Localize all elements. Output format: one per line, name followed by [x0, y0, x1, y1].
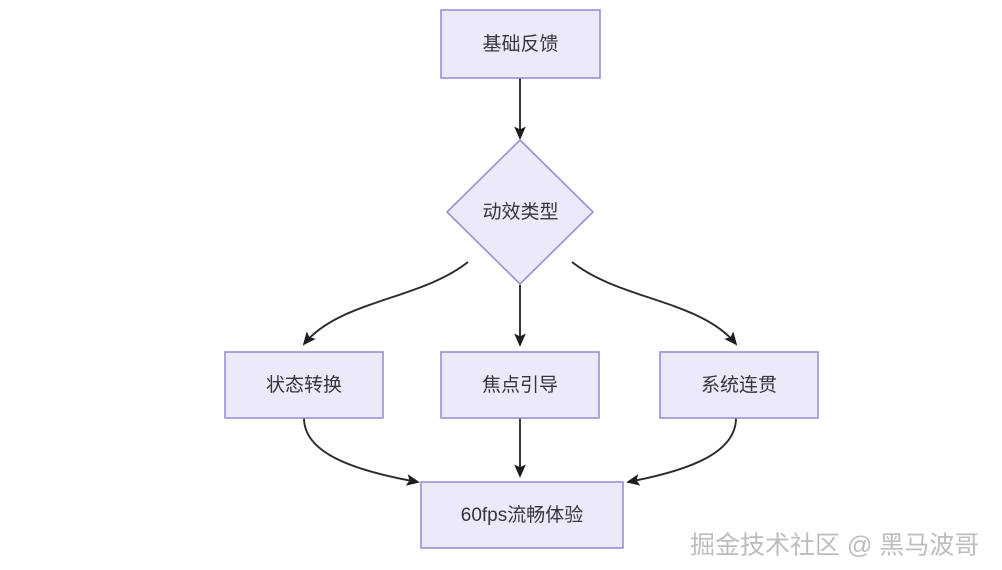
node-decision-shape[interactable]: [445, 138, 595, 286]
edge-decision-to-branch-left: [302, 261, 469, 346]
node-branch-right-shape[interactable]: [659, 351, 819, 419]
node-root-shape[interactable]: [440, 9, 601, 79]
node-branch-left-label: 状态转换: [266, 374, 342, 396]
node-branch-left[interactable]: 状态转换: [224, 351, 384, 419]
node-branch-right[interactable]: 系统连贯: [659, 351, 819, 419]
watermark-label: 掘金技术社区 @ 黑马波哥: [690, 532, 979, 560]
edge-branch-right-to-result: [626, 417, 737, 486]
node-decision-label: 动效类型: [482, 201, 558, 223]
node-result[interactable]: 60fps流畅体验: [420, 481, 624, 549]
node-branch-mid[interactable]: 焦点引导: [440, 351, 600, 419]
node-result-shape[interactable]: [420, 481, 624, 549]
node-root[interactable]: 基础反馈: [440, 9, 601, 79]
node-branch-mid-label: 焦点引导: [482, 374, 558, 396]
node-decision[interactable]: 动效类型: [445, 138, 595, 286]
node-root-label: 基础反馈: [482, 33, 558, 55]
node-branch-left-shape[interactable]: [224, 351, 384, 419]
node-branch-mid-shape[interactable]: [440, 351, 600, 419]
edge-layer: [302, 78, 738, 486]
node-layer: 基础反馈 动效类型 状态转换 焦点引导 系统连贯 60fps流畅体验: [224, 9, 819, 549]
edge-branch-left-to-result: [303, 417, 420, 486]
node-branch-right-label: 系统连贯: [701, 374, 777, 396]
edge-decision-to-branch-right: [571, 261, 738, 346]
node-result-label: 60fps流畅体验: [461, 504, 583, 526]
